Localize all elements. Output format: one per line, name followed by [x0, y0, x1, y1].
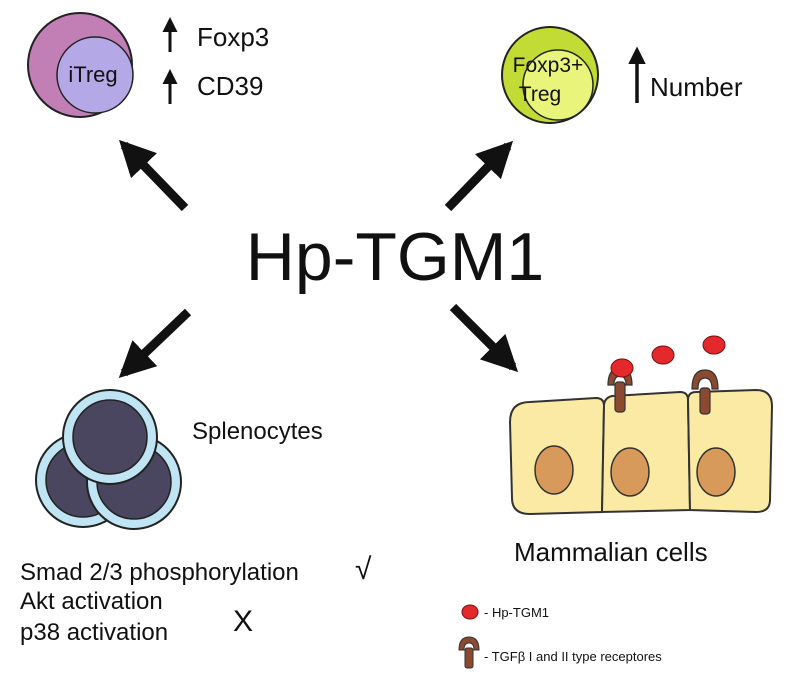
foxp3-treg-cell: Foxp3+ Treg: [501, 26, 599, 124]
arrow-to-splenocytes: [118, 308, 192, 378]
legend: - Hp-TGM1 - TGFβ I and II type receptore…: [458, 604, 662, 669]
itreg-inner: [56, 36, 134, 114]
legend-receptor-label: - TGFβ I and II type receptores: [484, 649, 662, 664]
signal-p38: p38 activation: [20, 619, 168, 646]
signal-smad: Smad 2/3 phosphorylation: [20, 559, 299, 586]
treg-label-line1: Foxp3+: [513, 54, 584, 77]
nucleus: [610, 447, 650, 497]
marker-foxp3: Foxp3: [197, 22, 269, 52]
ligand-icon: [702, 335, 726, 355]
ligand-icon: [651, 345, 675, 365]
treg-effect-label: Number: [650, 72, 743, 102]
splenocyte-core: [72, 399, 148, 475]
nucleus: [534, 445, 574, 495]
itreg-label: iTreg: [68, 62, 117, 87]
arrow-to-itreg: [118, 139, 189, 212]
treg-inner: [522, 49, 594, 121]
signal-akt: Akt activation: [20, 588, 163, 615]
legend-receptor-icon: [458, 636, 480, 669]
main-arrows: [118, 139, 519, 378]
splenocytes-label: Splenocytes: [192, 418, 323, 445]
receptor-icon: [691, 369, 719, 415]
itreg-markers: Foxp3 CD39: [162, 17, 269, 104]
arrow-to-mammalian-cells: [449, 303, 519, 373]
check-icon: √: [355, 553, 372, 586]
legend-ligand-label: - Hp-TGM1: [484, 605, 549, 620]
legend-ligand-icon: [461, 604, 479, 620]
mammalian-label: Mammalian cells: [514, 537, 708, 567]
marker-cd39: CD39: [197, 71, 263, 101]
splenocytes-cluster: [35, 389, 182, 530]
center-label: Hp-TGM1: [246, 219, 544, 295]
ligand-icon: [610, 358, 634, 378]
nucleus: [696, 447, 736, 497]
mammalian-cells: [508, 335, 774, 516]
signaling-list: Smad 2/3 phosphorylation Akt activation …: [20, 553, 372, 646]
treg-effect: Number: [628, 46, 743, 103]
arrow-to-foxp3-treg: [444, 140, 514, 212]
itreg-cell: iTreg: [27, 12, 134, 118]
treg-label-line2: Treg: [519, 83, 561, 106]
cross-icon: X: [233, 605, 253, 638]
